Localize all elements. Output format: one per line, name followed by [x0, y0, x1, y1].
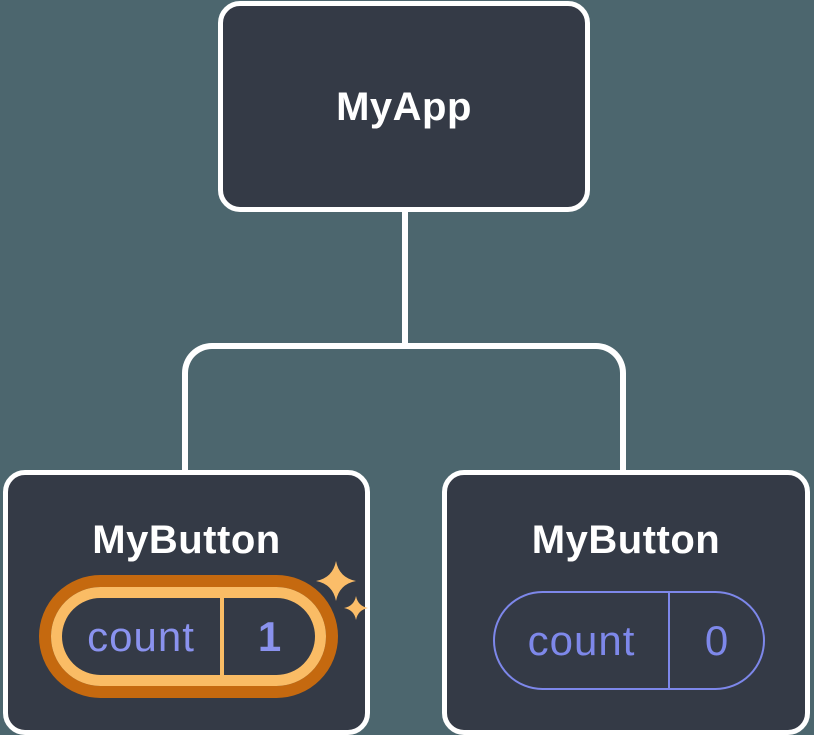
right-node-title: MyButton: [531, 518, 721, 562]
state-label: count: [527, 616, 636, 664]
state-value-cell: 0: [670, 593, 763, 688]
root-node-title: MyApp: [336, 85, 472, 129]
state-pill-plain: count 0: [493, 591, 765, 690]
child-component-node-right: [442, 470, 810, 735]
left-node-title: MyButton: [92, 518, 281, 562]
state-pill-inner-ring: count 1: [51, 587, 326, 686]
state-label: count: [87, 612, 195, 660]
sparkles-icon: [316, 561, 368, 620]
state-value: 1: [257, 612, 282, 660]
root-component-node: [218, 1, 590, 212]
pill-divider: [668, 593, 670, 688]
connector-root-stem: [402, 210, 408, 346]
state-label-cell: count: [62, 598, 220, 675]
connector-branch-bracket: [182, 343, 626, 475]
state-label-cell: count: [495, 593, 668, 688]
state-pill-highlighted: count 1: [39, 575, 338, 698]
pill-divider: [220, 598, 224, 675]
state-value-cell: 1: [224, 598, 315, 675]
state-value: 0: [704, 616, 729, 664]
